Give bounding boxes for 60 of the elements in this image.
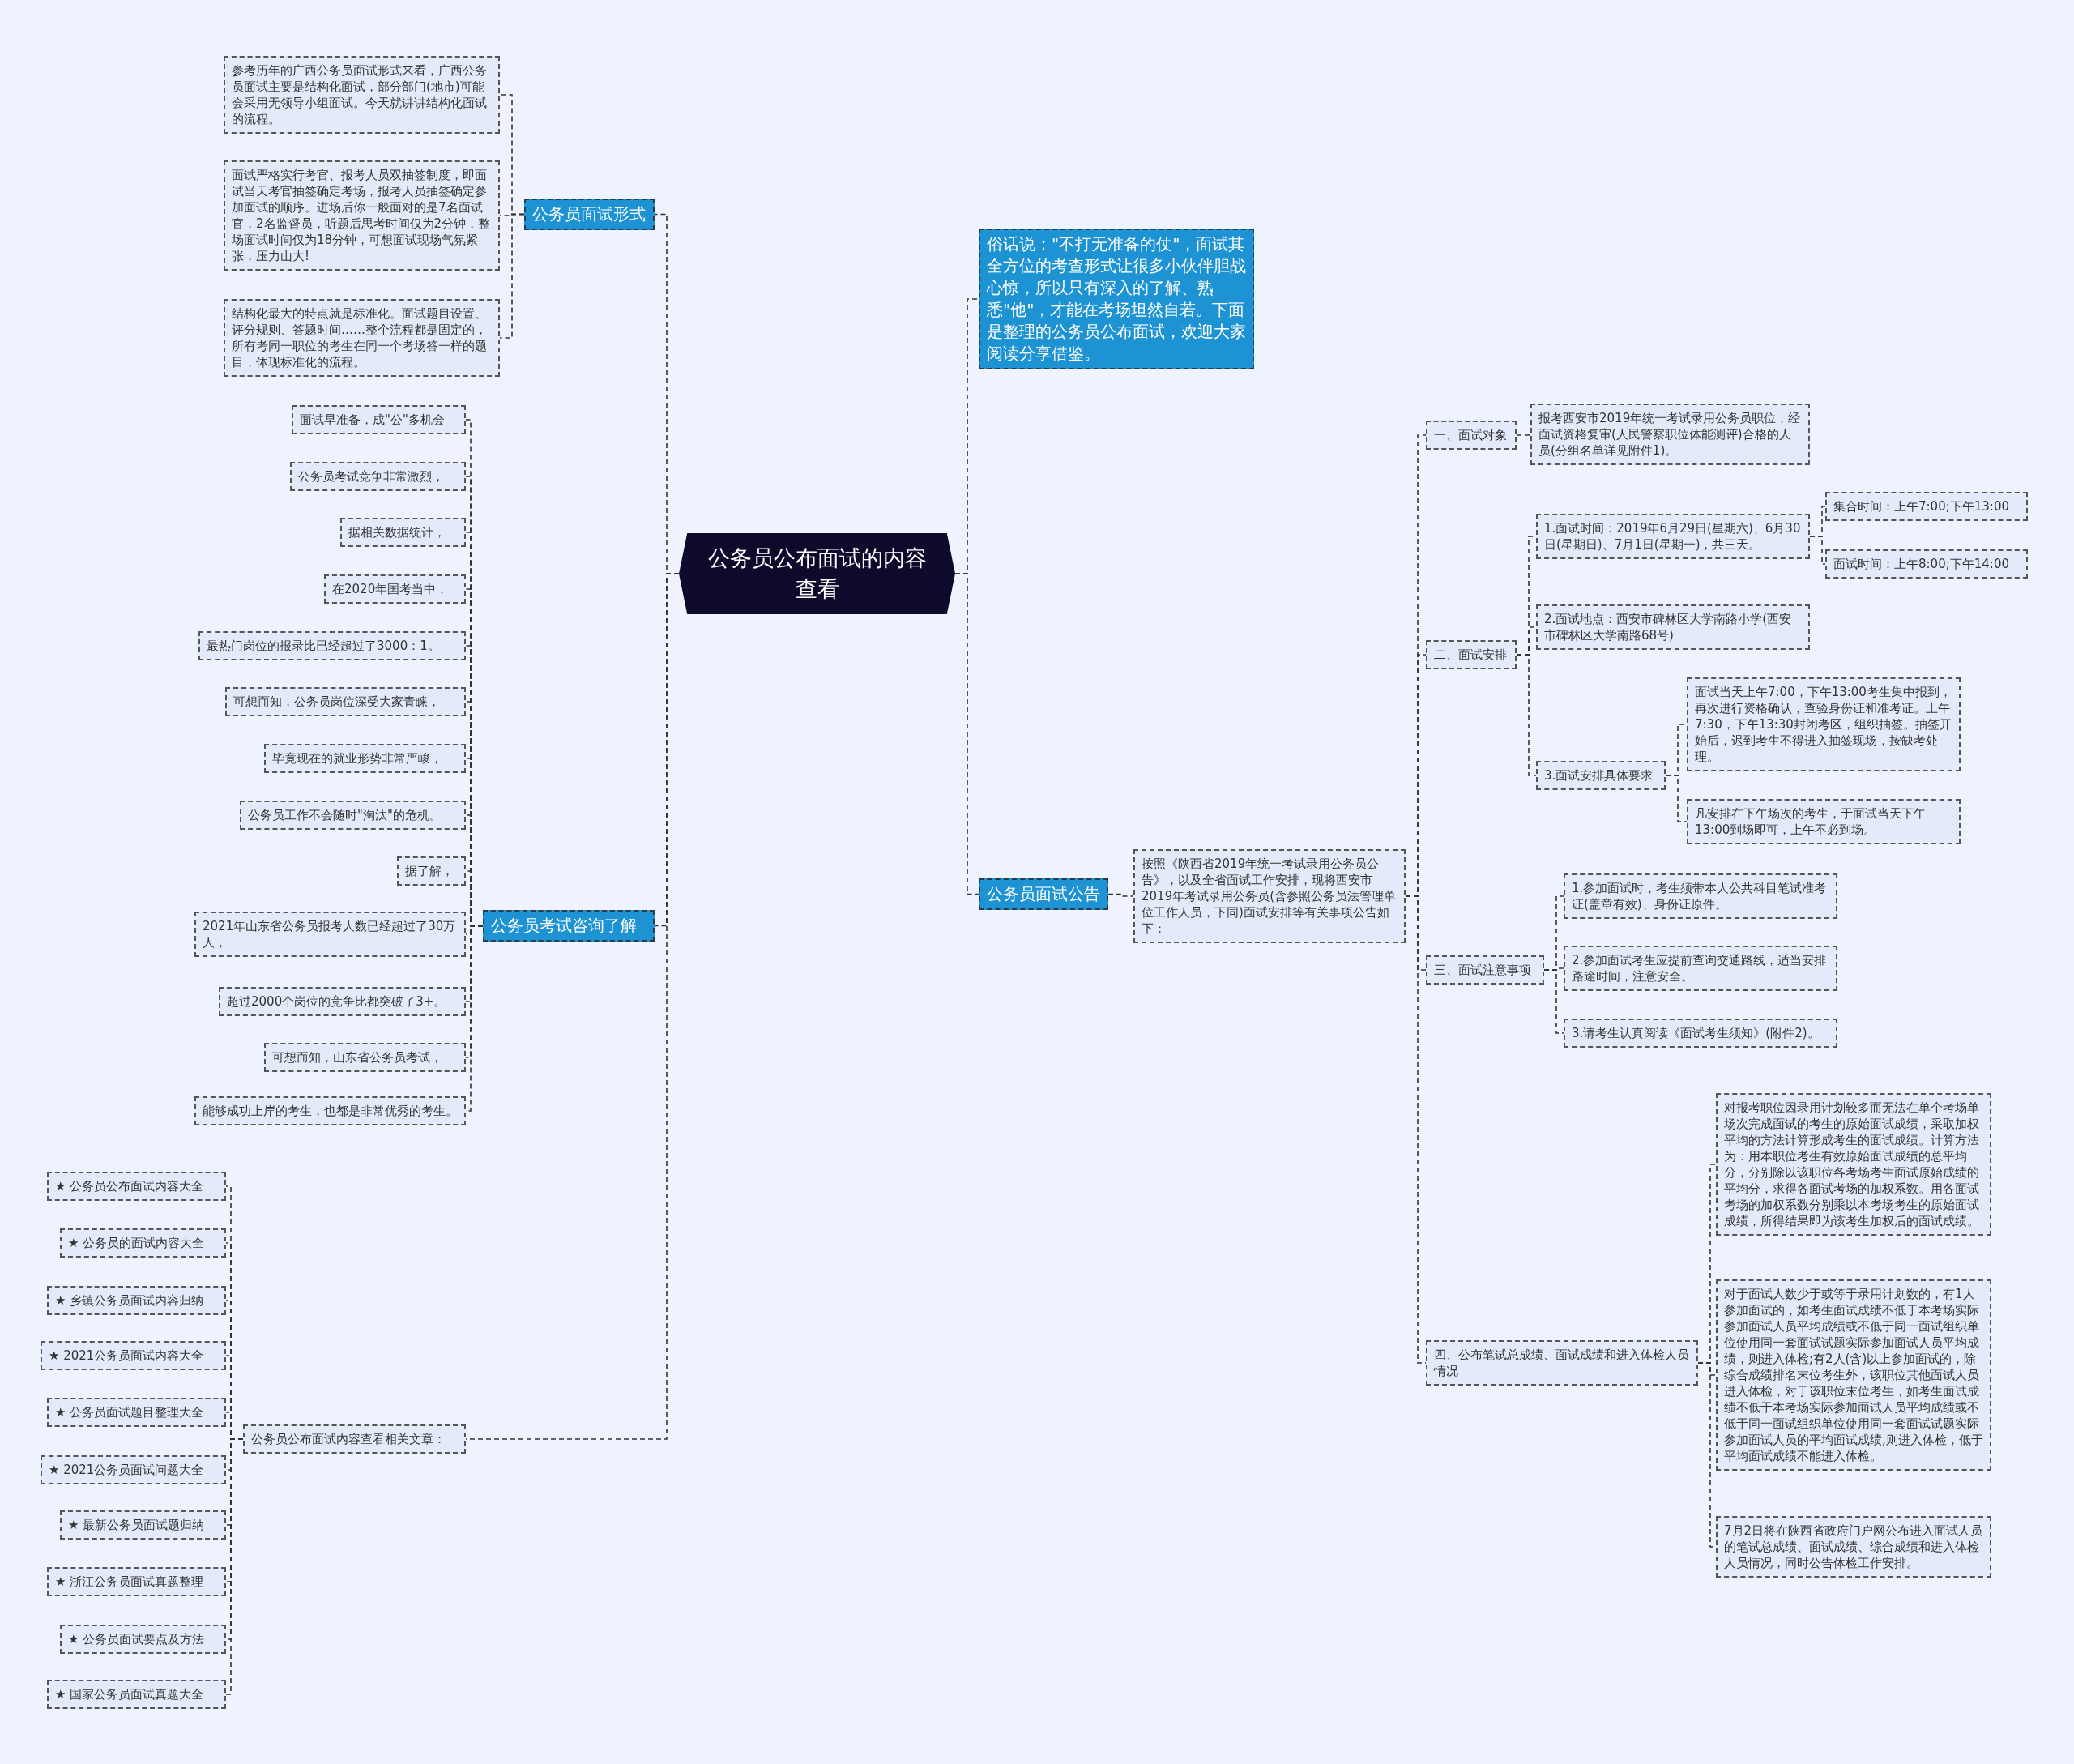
text-box: 参考历年的广西公务员面试形式来看，广西公务员面试主要是结构化面试，部分部门(地市)可能会采用无领导小组面试。今天就讲讲结构化面试的流程。 [224,56,500,134]
text-box: ★ 公务员面试题目整理大全 [47,1398,226,1427]
text-box: 据了解， [397,856,466,886]
branch-topic: 公务员面试形式 [524,199,655,230]
connector-line [1516,654,1537,776]
text-box: ★ 最新公务员面试题归纳 [60,1510,226,1540]
text-box: 7月2日将在陕西省政府门户网公布进入面试人员的笔试总成绩、面试成绩、综合成绩和进入体检人员情况，同时公告体检工作安排。 [1716,1516,1991,1578]
text-box: 集合时间：上午7:00;下午13:00 [1825,492,2028,521]
text-box: 据相关数据统计， [340,518,466,547]
text-box: 在2020年国考当中， [324,574,466,604]
text-box: 公务员公布面试内容查看相关文章： [243,1424,466,1454]
text-box: ★ 公务员的面试内容大全 [60,1228,226,1258]
text-box: 1.参加面试时，考生须带本人公共科目笔试准考证(盖章有效)、身份证原件。 [1564,873,1837,919]
text-box: 能够成功上岸的考生，也都是非常优秀的考生。 [194,1096,466,1125]
text-box: 3.面试安排具体要求 [1536,761,1666,790]
connector-line [1516,434,1531,436]
text-box: 面试当天上午7:00，下午13:00考生集中报到，再次进行资格确认，查验身份证和准考证。上午7:30，下午13:30封闭考区，组织抽签。抽签开始后，迟到考生不得进入抽签现场，按缺考处理。 [1687,677,1961,771]
text-box: 毕竟现在的就业形势非常严峻， [264,744,466,773]
connector-line [1665,775,1688,822]
text-box: 二、面试安排 [1426,640,1517,669]
text-box: 四、公布笔试总成绩、面试成绩和进入体检人员情况 [1426,1340,1698,1386]
branch-topic: 公务员考试咨询了解 [483,910,655,942]
connector-line [225,1438,244,1695]
text-box: 对于面试人数少于或等于录用计划数的，有1人参加面试的，如考生面试成绩不低于本考场实际参加面试人员平均成绩或不低于同一面试组织单位使用同一套面试试题实际参加面试人员平均成绩，则进入体检;有2人(含)以上参加面试的，除综合成绩排名末位考生外，该职位其他面试人员进入体检，对于该职位末位考生，如考生面试成绩不低于本考场实际参加面试人员平均成绩或不低于同一面试组织单位使用同一套面试试题实际参加面试人员的平均面试成绩,则进入体检，低于平均面试成绩不能进入体检。 [1716,1279,1991,1471]
text-box: 3.请考生认真阅读《面试考生须知》(附件2)。 [1564,1019,1837,1048]
text-box: ★ 2021公务员面试内容大全 [41,1341,226,1370]
text-box: 面试严格实行考官、报考人员双抽签制度，即面试当天考官抽签确定考场，报考人员抽签确定参加面试的顺序。进场后你一般面对的是7名面试官，2名监督员，听题后思考时间仅为2分钟，整场面试时间仅为18分钟，可想面试现场气氛紧张，压力山大! [224,160,500,271]
text-box: ★ 乡镇公务员面试内容归纳 [47,1286,226,1315]
text-box: 对报考职位因录用计划较多而无法在单个考场单场次完成面试的考生的原始面试成绩，采取加权平均的方法计算形成考生的面试成绩。计算方法为：用本职位考生有效原始面试成绩的总平均分，分别除以该职位各考场考生面试原始成绩的平均分，求得各面试考场的加权系数。用各面试考场的加权系数分别乘以本考场考生的原始面试成绩，所得结果即为该考生加权后的面试成绩。 [1716,1093,1991,1236]
connector-line [499,213,525,339]
text-box: 三、面试注意事项 [1426,955,1544,985]
text-box: 公务员考试竞争非常激烈， [290,462,466,491]
text-box: 面试时间：上午8:00;下午14:00 [1825,549,2028,579]
text-box: ★ 公务员公布面试内容大全 [47,1172,226,1201]
text-box: ★ 公务员面试要点及方法 [60,1625,226,1654]
connector-line [1543,969,1564,1034]
connector-line [954,573,979,895]
text-box: ★ 浙江公务员面试真题整理 [47,1567,226,1596]
text-box: 公务员工作不会随时"淘汰"的危机。 [240,801,466,830]
connector-line [1809,536,1826,565]
text-box: 超过2000个岗位的竞争比都突破了3+。 [219,987,466,1016]
root-topic: 公务员公布面试的内容查看 [679,533,955,614]
text-box: 结构化最大的特点就是标准化。面试题目设置、评分规则、答题时间……整个流程都是固定的，所有考同一职位的考生在同一个考场答一样的题目，体现标准化的流程。 [224,299,500,377]
text-box: 可想而知，公务员岗位深受大家青睐， [225,687,466,716]
branch-topic: 俗话说："不打无准备的仗"，面试其全方位的考查形式让很多小伙伴胆战心惊，所以只有深入的了解、熟悉"他"，才能在考场坦然自若。下面是整理的公务员公布面试，欢迎大家阅读分享借鉴。 [979,229,1254,369]
text-box: 可想而知，山东省公务员考试， [264,1043,466,1072]
connector-line [1107,893,1134,897]
text-box: 1.面试时间：2019年6月29日(星期六)、6月30日(星期日)、7月1日(星期一)，共三天。 [1536,514,1810,559]
branch-topic: 公务员面试公告 [979,878,1108,910]
text-box: 一、面试对象 [1426,421,1517,450]
text-box: ★ 2021公务员面试问题大全 [41,1455,226,1484]
text-box: 面试早准备，成"公"多机会 [292,405,466,434]
text-box: 凡安排在下午场次的考生，于面试当天下午13:00到场即可，上午不必到场。 [1687,799,1961,844]
text-box: 2021年山东省公务员报考人数已经超过了30万人， [194,912,466,957]
text-box: 2.面试地点：西安市碑林区大学南路小学(西安市碑林区大学南路68号) [1536,604,1810,650]
text-box: 最热门岗位的报录比已经超过了3000：1。 [198,631,466,660]
text-box: 按照《陕西省2019年统一考试录用公务员公告》，以及全省面试工作安排，现将西安市2019年考试录用公务员(含参照公务员法管理单位工作人员，下同)面试安排等有关事项公告如下： [1133,849,1406,943]
text-box: ★ 国家公务员面试真题大全 [47,1680,226,1709]
text-box: 报考西安市2019年统一考试录用公务员职位，经面试资格复审(人民警察职位体能测评)合格的人员(分组名单详见附件1)。 [1530,404,1810,465]
text-box: 2.参加面试考生应提前查询交通路线，适当安排路途时间，注意安全。 [1564,946,1837,991]
